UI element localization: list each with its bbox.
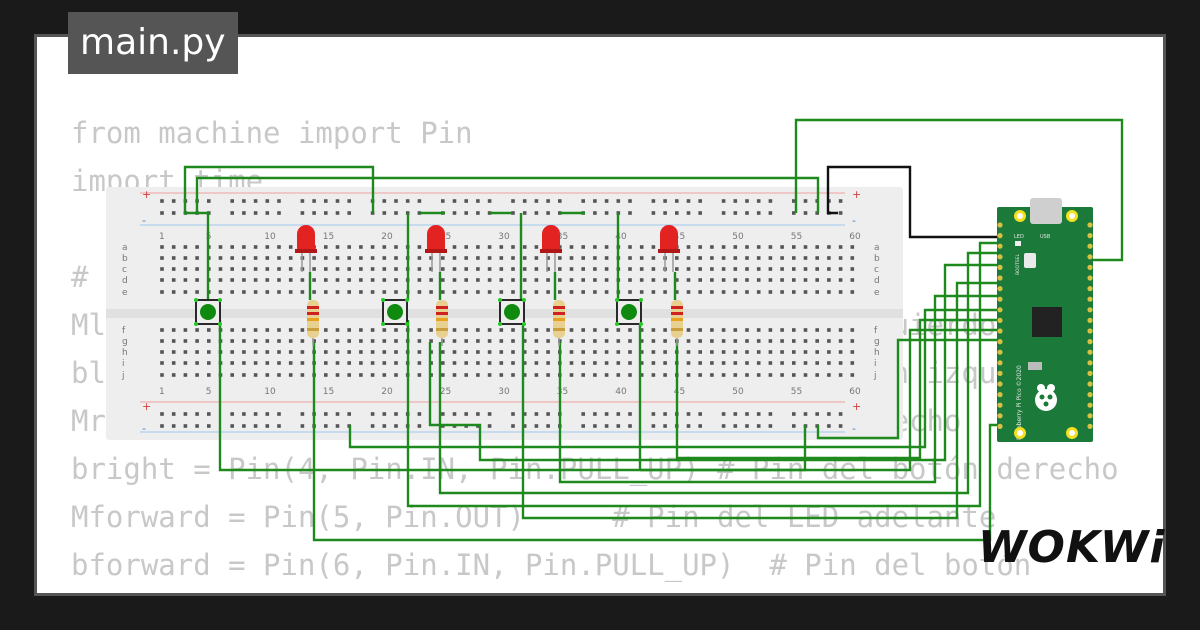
row-letter: h bbox=[122, 348, 128, 358]
column-number: 55 bbox=[791, 387, 802, 397]
column-number: 10 bbox=[264, 232, 276, 242]
code-line: from machine import Pin bbox=[71, 116, 473, 150]
code-line: # bbox=[71, 260, 89, 294]
led-label: LED bbox=[1014, 234, 1024, 240]
resistor bbox=[436, 300, 448, 346]
column-number: 5 bbox=[206, 387, 212, 397]
column-number: 35 bbox=[557, 387, 568, 397]
column-number: 50 bbox=[732, 232, 744, 242]
bootsel-label: BOOTSEL bbox=[1015, 253, 1021, 275]
resistor bbox=[307, 300, 319, 346]
bootsel-button[interactable] bbox=[1024, 253, 1036, 268]
column-number: 30 bbox=[498, 232, 510, 242]
row-letter: b bbox=[874, 254, 880, 264]
wokwi-logo: WOKWi bbox=[978, 522, 1166, 573]
led[interactable] bbox=[540, 225, 562, 272]
row-letter: f bbox=[122, 326, 126, 336]
column-number: 45 bbox=[674, 232, 685, 242]
rail-plus-label: + bbox=[142, 188, 151, 201]
file-tab[interactable]: main.py bbox=[68, 12, 238, 74]
column-number: 25 bbox=[440, 387, 451, 397]
led[interactable] bbox=[425, 225, 447, 272]
black-wire bbox=[826, 165, 1003, 239]
column-number: 20 bbox=[381, 387, 393, 397]
rail-minus-label: - bbox=[852, 422, 856, 435]
row-letter: j bbox=[121, 371, 125, 381]
column-number: 10 bbox=[264, 387, 276, 397]
resistor bbox=[553, 300, 565, 346]
column-number: 15 bbox=[323, 232, 334, 242]
row-letter: i bbox=[122, 359, 125, 369]
row-letter: d bbox=[874, 276, 880, 286]
raspberry-logo-icon bbox=[1035, 384, 1057, 411]
column-number: 55 bbox=[791, 232, 802, 242]
led[interactable] bbox=[658, 225, 680, 272]
code-line: bforward = Pin(6, Pin.IN, Pin.PULL_UP) #… bbox=[71, 548, 1032, 582]
column-number: 60 bbox=[849, 387, 861, 397]
usb-connector-icon bbox=[1030, 198, 1062, 224]
wires bbox=[183, 118, 1124, 542]
raspberry-pi-pico[interactable]: USB LED BOOTSEL Raspberry Pi Pico ©2020 bbox=[997, 198, 1093, 442]
row-letter: a bbox=[122, 243, 128, 253]
row-letter: b bbox=[122, 254, 128, 264]
row-letter: j bbox=[873, 371, 877, 381]
pushbutton[interactable] bbox=[381, 298, 409, 326]
row-letter: i bbox=[874, 359, 877, 369]
rail-plus-label: + bbox=[142, 400, 151, 413]
resistor bbox=[671, 300, 683, 346]
column-number: 1 bbox=[159, 232, 165, 242]
rp2040-chip bbox=[1032, 307, 1062, 337]
rail-plus-label: + bbox=[852, 400, 861, 413]
column-number: 1 bbox=[159, 387, 165, 397]
rail-plus-label: + bbox=[852, 188, 861, 201]
row-letter: d bbox=[122, 276, 128, 286]
pushbutton[interactable] bbox=[194, 298, 222, 326]
pico-board-text: Raspberry Pi Pico ©2020 bbox=[1016, 365, 1023, 440]
pushbutton[interactable] bbox=[615, 298, 643, 326]
row-letter: g bbox=[874, 337, 880, 347]
row-letter: g bbox=[122, 337, 128, 347]
usb-label: USB bbox=[1040, 234, 1051, 240]
column-number: 50 bbox=[732, 387, 744, 397]
row-letter: h bbox=[874, 348, 880, 358]
rail-minus-label: - bbox=[142, 214, 146, 227]
column-number: 40 bbox=[615, 232, 627, 242]
column-number: 35 bbox=[557, 232, 568, 242]
column-number: 60 bbox=[849, 232, 861, 242]
row-letter: a bbox=[874, 243, 880, 253]
column-number: 25 bbox=[440, 232, 451, 242]
pushbutton[interactable] bbox=[498, 298, 526, 326]
row-letter: e bbox=[874, 288, 880, 298]
column-number: 30 bbox=[498, 387, 510, 397]
row-letter: f bbox=[874, 326, 878, 336]
rail-minus-label: - bbox=[142, 422, 146, 435]
column-number: 45 bbox=[674, 387, 685, 397]
rail-minus-label: - bbox=[852, 214, 856, 227]
row-letter: c bbox=[874, 265, 879, 275]
column-number: 15 bbox=[323, 387, 334, 397]
led[interactable] bbox=[295, 225, 317, 272]
row-letter: c bbox=[122, 265, 127, 275]
column-number: 40 bbox=[615, 387, 627, 397]
column-number: 20 bbox=[381, 232, 393, 242]
row-letter: e bbox=[122, 288, 128, 298]
